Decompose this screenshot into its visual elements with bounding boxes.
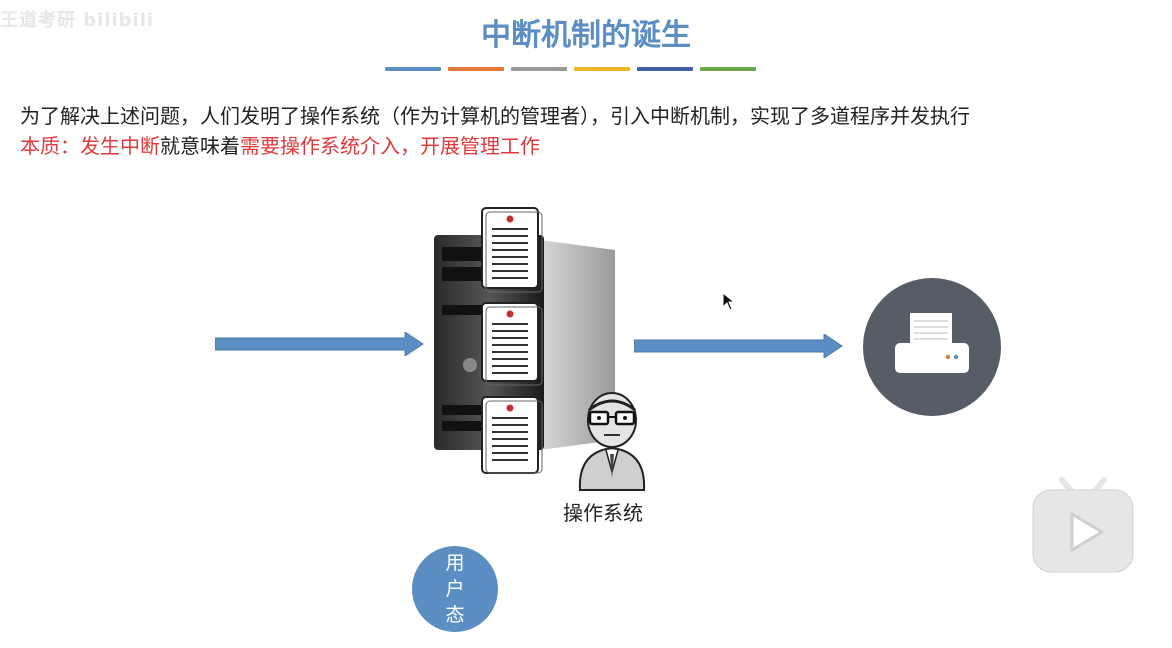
color-bar-segment: [700, 67, 756, 71]
server-icon: [434, 207, 615, 474]
user-mode-char: 户: [445, 578, 465, 600]
mouse-cursor-icon: [722, 292, 736, 311]
essence-text: 本质：发生中断就意味着需要操作系统介入，开展管理工作: [20, 130, 540, 159]
color-bar-segment: [511, 67, 567, 71]
user-mode-badge: 用 户 态: [412, 546, 498, 632]
color-bar-segment: [448, 67, 504, 71]
output-arrow: [634, 334, 843, 358]
user-mode-char: 用: [445, 552, 465, 574]
video-watermark: 王道考研 bilibili: [0, 10, 155, 31]
user-mode-char: 态: [445, 604, 465, 626]
printer-icon: [863, 278, 1001, 416]
essence-part-1: 本质：发生中断: [20, 134, 160, 158]
intro-text: 为了解决上述问题，人们发明了操作系统（作为计算机的管理者），引入中断机制，实现了…: [20, 104, 970, 128]
color-bar-segment: [385, 67, 441, 71]
input-arrow: [215, 332, 424, 356]
essence-part-2: 就意味着: [160, 134, 240, 158]
operating-system-label: 操作系统: [563, 501, 643, 525]
color-bar-segment: [637, 67, 693, 71]
play-button-icon[interactable]: [1030, 476, 1136, 576]
essence-part-3: 需要操作系统介入，开展管理工作: [240, 134, 540, 158]
operating-system-person-icon: [578, 392, 646, 491]
color-bar-segment: [574, 67, 630, 71]
title-color-bar: [385, 67, 756, 71]
slide-title: 中断机制的诞生: [481, 18, 691, 53]
